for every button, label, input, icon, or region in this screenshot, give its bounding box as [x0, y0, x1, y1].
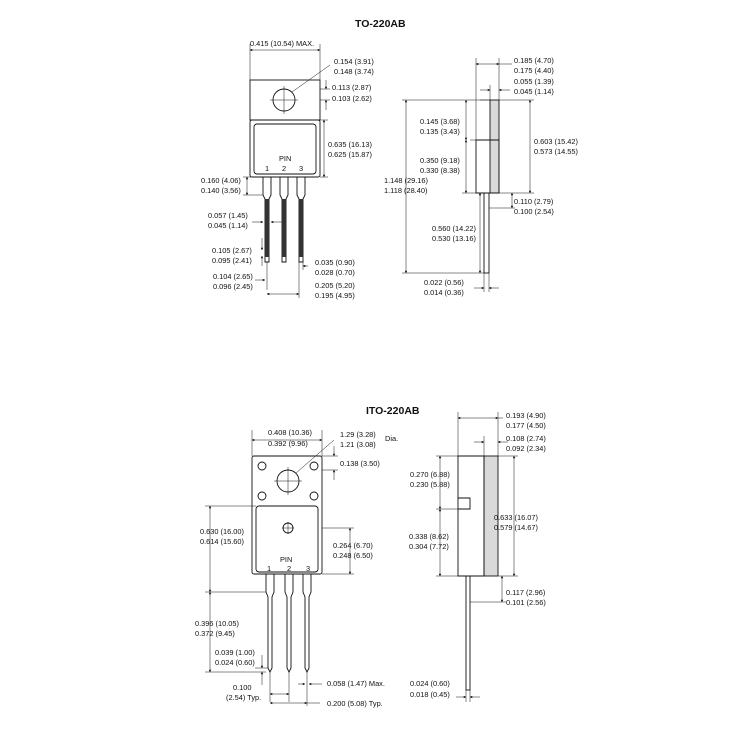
ito220ab-title: ITO-220AB	[366, 405, 420, 417]
dimension-label: 0.100	[233, 683, 252, 692]
ito220ab-side-view: 0.193 (4.90) 0.177 (4.50) 0.108 (2.74) 0…	[409, 411, 546, 702]
dimension-label: 0.350 (9.18)	[420, 156, 460, 165]
dimension-label: 0.185 (4.70)	[514, 56, 554, 65]
dimension-label: 0.177 (4.50)	[506, 421, 546, 430]
dimension-label: 1.21 (3.08)	[340, 440, 376, 449]
to220ab-pin-label: PIN	[279, 154, 291, 163]
dimension-label: 0.145 (3.68)	[420, 117, 460, 126]
dimension-label: 0.205 (5.20)	[315, 281, 355, 290]
dimension-label: 0.095 (2.41)	[212, 256, 252, 265]
dimension-label: 0.045 (1.14)	[208, 221, 248, 230]
dimension-label: 1	[265, 164, 269, 173]
dimension-label: 0.154 (3.91)	[334, 57, 374, 66]
dimension-label: 0.304 (7.72)	[409, 542, 449, 551]
to220ab-section: TO-220AB PIN 1 2 3	[201, 18, 578, 300]
dimension-label: 0.195 (4.95)	[315, 291, 355, 300]
ito220ab-front-view: PIN 1 2 3 0.408 (10.36) 0.392 (9.96) 1.2…	[195, 428, 398, 708]
dimension-label: 0.024 (0.60)	[215, 658, 255, 667]
to220ab-front-view: PIN 1 2 3 0.415 (10.54) MAX. 0.154 (3.91…	[201, 39, 374, 300]
dimension-label: 0.135 (3.43)	[420, 127, 460, 136]
dimension-label: 0.104 (2.65)	[213, 272, 253, 281]
dimension-label: 0.175 (4.40)	[514, 66, 554, 75]
dimension-label: 0.338 (8.62)	[409, 532, 449, 541]
ito220ab-body	[251, 455, 323, 575]
dimension-label: 0.372 (9.45)	[195, 629, 235, 638]
dimension-label: 0.264 (6.70)	[333, 541, 373, 550]
dimension-label: 0.138 (3.50)	[340, 459, 380, 468]
dimension-label: 0.160 (4.06)	[201, 176, 241, 185]
dimension-label: 0.096 (2.45)	[213, 282, 253, 291]
dimension-label: 0.630 (16.00)	[200, 527, 244, 536]
to220ab-body	[249, 119, 321, 178]
dimension-label: 0.392 (9.96)	[268, 439, 308, 448]
dimension-label: 0.117 (2.96)	[506, 588, 545, 597]
dimension-label: 0.057 (1.45)	[208, 211, 248, 220]
dimension-label: 0.200 (5.08) Typ.	[327, 699, 383, 708]
dimension-label: 0.108 (2.74)	[506, 434, 546, 443]
dimension-label: 0.105 (2.67)	[212, 246, 252, 255]
to220ab-side-lead	[483, 192, 490, 274]
dimension-label: 0.045 (1.14)	[514, 87, 554, 96]
ito220ab-side-lead	[465, 575, 471, 691]
dimension-label: 0.625 (15.87)	[328, 150, 372, 159]
dimension-label: 0.148 (3.74)	[334, 67, 374, 76]
dimension-label: 0.022 (0.56)	[424, 278, 464, 287]
dimension-label: 0.014 (0.36)	[424, 288, 464, 297]
ito220ab-pin-label: PIN	[280, 555, 292, 564]
dimension-label: 0.230 (5.88)	[410, 480, 450, 489]
dimension-label: 2	[287, 564, 291, 573]
dimension-label: 1.148 (29.16)	[384, 176, 428, 185]
dimension-label: 0.092 (2.34)	[506, 444, 546, 453]
dimension-label: 0.103 (2.62)	[332, 94, 372, 103]
dimension-label: 0.140 (3.56)	[201, 186, 241, 195]
dimension-label: 0.560 (14.22)	[432, 224, 476, 233]
dimension-label: 0.633 (16.07)	[494, 513, 538, 522]
dimension-label: 0.579 (14.67)	[494, 523, 538, 532]
dimension-label: 0.248 (6.50)	[333, 551, 373, 560]
dimension-label: 0.330 (8.38)	[420, 166, 460, 175]
dimension-label: 0.635 (16.13)	[328, 140, 372, 149]
dimension-label: 0.193 (4.90)	[506, 411, 546, 420]
ito220ab-leads	[265, 574, 312, 674]
dimension-label: (2.54) Typ.	[226, 693, 261, 702]
dimension-label: 0.573 (14.55)	[534, 147, 578, 156]
dimension-label: Dia.	[385, 434, 398, 443]
dimension-label: 0.396 (10.05)	[195, 619, 239, 628]
dimension-label: 0.101 (2.56)	[506, 598, 546, 607]
dimension-label: 0.039 (1.00)	[215, 648, 255, 657]
to220ab-title: TO-220AB	[355, 18, 406, 30]
dimension-label: 0.110 (2.79)	[514, 197, 553, 206]
dimension-label: 0.058 (1.47) Max.	[327, 679, 385, 688]
to220ab-side-tab	[489, 99, 500, 194]
to220ab-leads	[262, 177, 306, 263]
dimension-label: 0.270 (6.88)	[410, 470, 450, 479]
dimension-label: 1.118 (28.40)	[384, 186, 427, 195]
dimension-label: 0.055 (1.39)	[514, 77, 554, 86]
dimension-label: 0.028 (0.70)	[315, 268, 355, 277]
dimension-label: 0.614 (15.60)	[200, 537, 244, 546]
dimension-label: 1	[267, 564, 271, 573]
dimension-label: 0.024 (0.60)	[410, 679, 450, 688]
dimension-label: 0.018 (0.45)	[410, 690, 450, 699]
dimension-label: 2	[282, 164, 286, 173]
dimension-label: 3	[306, 564, 310, 573]
ito220ab-section: ITO-220AB PIN 1 2 3	[195, 405, 546, 708]
dimension-label: 0.603 (15.42)	[534, 137, 578, 146]
dimension-label: 1.29 (3.28)	[340, 430, 376, 439]
ito220ab-side-body	[457, 455, 485, 577]
dimension-label: 0.035 (0.90)	[315, 258, 355, 267]
to220ab-side-view: 0.185 (4.70) 0.175 (4.40) 0.055 (1.39) 0…	[384, 56, 578, 297]
dimension-label: 0.100 (2.54)	[514, 207, 554, 216]
dimension-label: 0.113 (2.87)	[332, 83, 371, 92]
dimension-label: 0.415 (10.54) MAX.	[250, 39, 314, 48]
dimension-label: 0.530 (13.16)	[432, 234, 476, 243]
dimension-label: 3	[299, 164, 303, 173]
dimension-label: 0.408 (10.36)	[268, 428, 312, 437]
